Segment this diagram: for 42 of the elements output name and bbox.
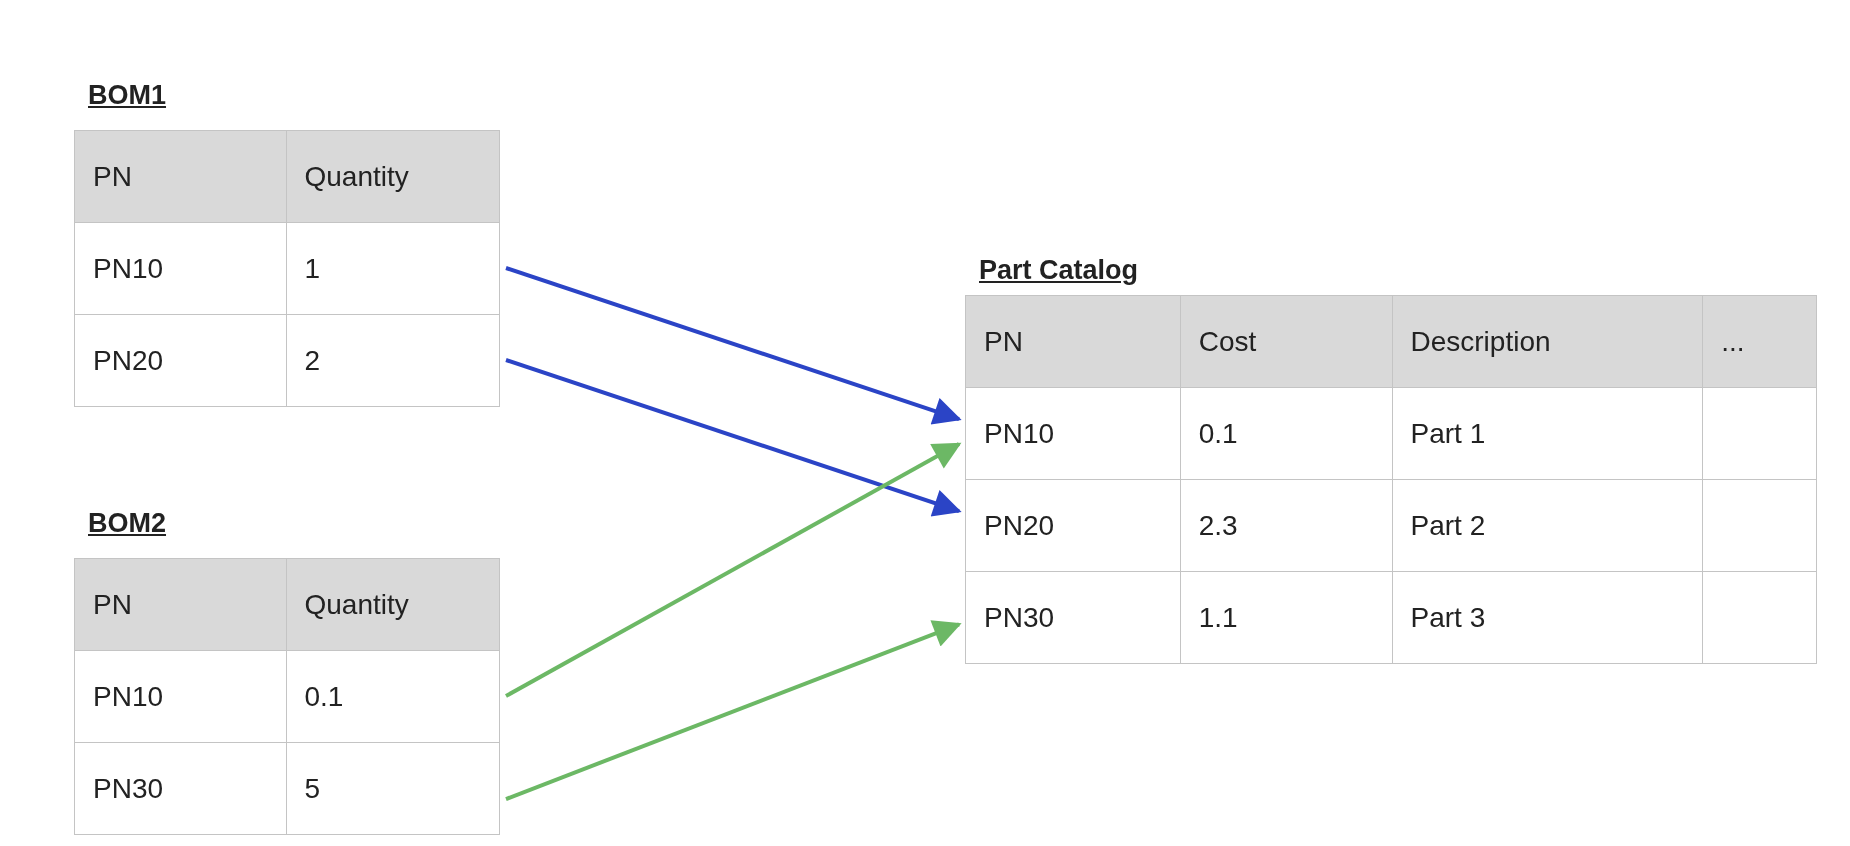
table-cell: PN20 <box>75 315 287 407</box>
table-cell: PN20 <box>966 480 1181 572</box>
table-cell: 2.3 <box>1180 480 1393 572</box>
table-cell: 2 <box>286 315 500 407</box>
table-cell: PN10 <box>75 223 287 315</box>
table-row <box>966 480 1817 572</box>
arrow <box>505 442 962 698</box>
table-row <box>75 223 500 315</box>
arrow <box>505 266 962 425</box>
header-row <box>75 131 500 223</box>
table-cell: 0.1 <box>286 651 500 743</box>
table-cell: 1.1 <box>1180 572 1393 664</box>
header-cell: PN <box>966 296 1181 388</box>
table-title: BOM2 <box>88 507 166 540</box>
table-cell: 1 <box>286 223 500 315</box>
header-cell: ... <box>1703 296 1817 388</box>
table-row <box>966 388 1817 480</box>
header-cell: Quantity <box>286 559 500 651</box>
table-cell: Part 1 <box>1392 388 1704 480</box>
header-cell: Quantity <box>286 131 500 223</box>
arrow <box>505 358 962 517</box>
header-cell: PN <box>75 559 287 651</box>
header-cell: Description <box>1392 296 1704 388</box>
table-cell: 5 <box>286 743 500 835</box>
table-cell: Part 2 <box>1392 480 1704 572</box>
header-cell: PN <box>75 131 287 223</box>
table-cell: PN30 <box>75 743 287 835</box>
table-row <box>75 743 500 835</box>
table-row <box>966 572 1817 664</box>
table-row <box>75 651 500 743</box>
header-row <box>75 559 500 651</box>
table-cell: PN30 <box>966 572 1181 664</box>
table-title: Part Catalog <box>979 254 1139 287</box>
header-cell: Cost <box>1180 296 1393 388</box>
arrow <box>505 620 962 801</box>
table-row <box>75 315 500 407</box>
table-cell: 0.1 <box>1180 388 1393 480</box>
table-cell: PN10 <box>75 651 287 743</box>
table-cell: PN10 <box>966 388 1181 480</box>
table-cell: Part 3 <box>1392 572 1704 664</box>
header-row <box>966 296 1817 388</box>
table-title: BOM1 <box>88 79 166 112</box>
